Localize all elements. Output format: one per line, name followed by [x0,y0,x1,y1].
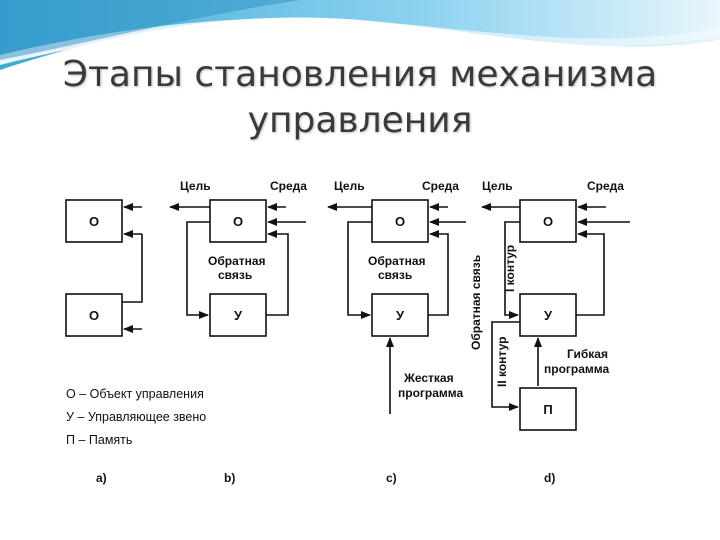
panel-caption-d: d) [544,471,555,485]
panel-c-goal-label: Цель [334,179,365,193]
panel-c-labels: Цель Среда Обратная связь Жесткая програ… [334,179,464,400]
panel-a-control-box [65,293,123,337]
panel-d-object-letter: О [543,214,553,229]
legend-item-memory: П – Память [66,433,132,447]
rigid-program-line-2: программа [398,386,464,400]
panel-caption-a: a) [96,471,107,485]
panel-b-control-letter: У [234,308,243,323]
panel-c-control-letter: У [396,308,405,323]
slide-title-line-1: Этапы становления механизма [62,54,658,95]
loop-2-label: II контур [495,337,509,387]
panel-c-feedback-line-2: связь [378,268,412,282]
loop-1-label: I контур [503,245,517,292]
control-stages-diagram: Цель Среда Обратная связь Цель Среда Обр… [65,179,630,485]
panel-caption-b: b) [224,471,235,485]
header-wave-decoration [0,0,720,70]
panel-d-memory-box [519,387,577,431]
panel-b-object-box [209,199,267,243]
panel-b-control-box [209,293,267,337]
panel-b-feedback-line-1: Обратная [208,254,266,268]
panel-d-control-box [519,293,577,337]
legend-item-object: О – Объект управления [66,387,204,401]
flexible-program-line-1: Гибкая [567,347,608,361]
slide-title-line-2: управления [247,100,473,141]
legend-item-control: У – Управляющее звено [66,410,206,424]
panel-a-object-box [65,199,123,243]
panel-c-feedback-line-1: Обратная [368,254,426,268]
panel-caption-c: c) [386,471,397,485]
panel-d-labels: Цель Среда Обратная связь I контур II ко… [469,179,624,387]
panel-c-environment-label: Среда [422,179,459,193]
rigid-program-line-1: Жесткая [403,371,454,385]
panel-c-object-letter: О [395,214,405,229]
panel-c-object-box [371,199,429,243]
panel-b-object-letter: О [233,214,243,229]
panel-d-object-box [519,199,577,243]
panel-b-feedback-line-2: связь [218,268,252,282]
panel-b-goal-label: Цель [180,179,211,193]
panel-b-labels: Цель Среда Обратная связь [180,179,307,282]
panel-b-environment-label: Среда [270,179,307,193]
panel-d-memory-letter: П [543,402,552,417]
panel-d-environment-label: Среда [587,179,624,193]
flexible-program-line-2: программа [544,362,610,376]
panel-a-object-letter: О [89,214,99,229]
panel-d-goal-label: Цель [482,179,513,193]
slide-title: Этапы становления механизма управления [0,52,720,144]
panel-d-control-letter: У [544,308,553,323]
panel-d-feedback-vertical-label: Обратная связь [469,255,483,350]
panel-a-control-letter: О [89,308,99,323]
legend: О – Объект управления У – Управляющее зв… [66,387,206,447]
